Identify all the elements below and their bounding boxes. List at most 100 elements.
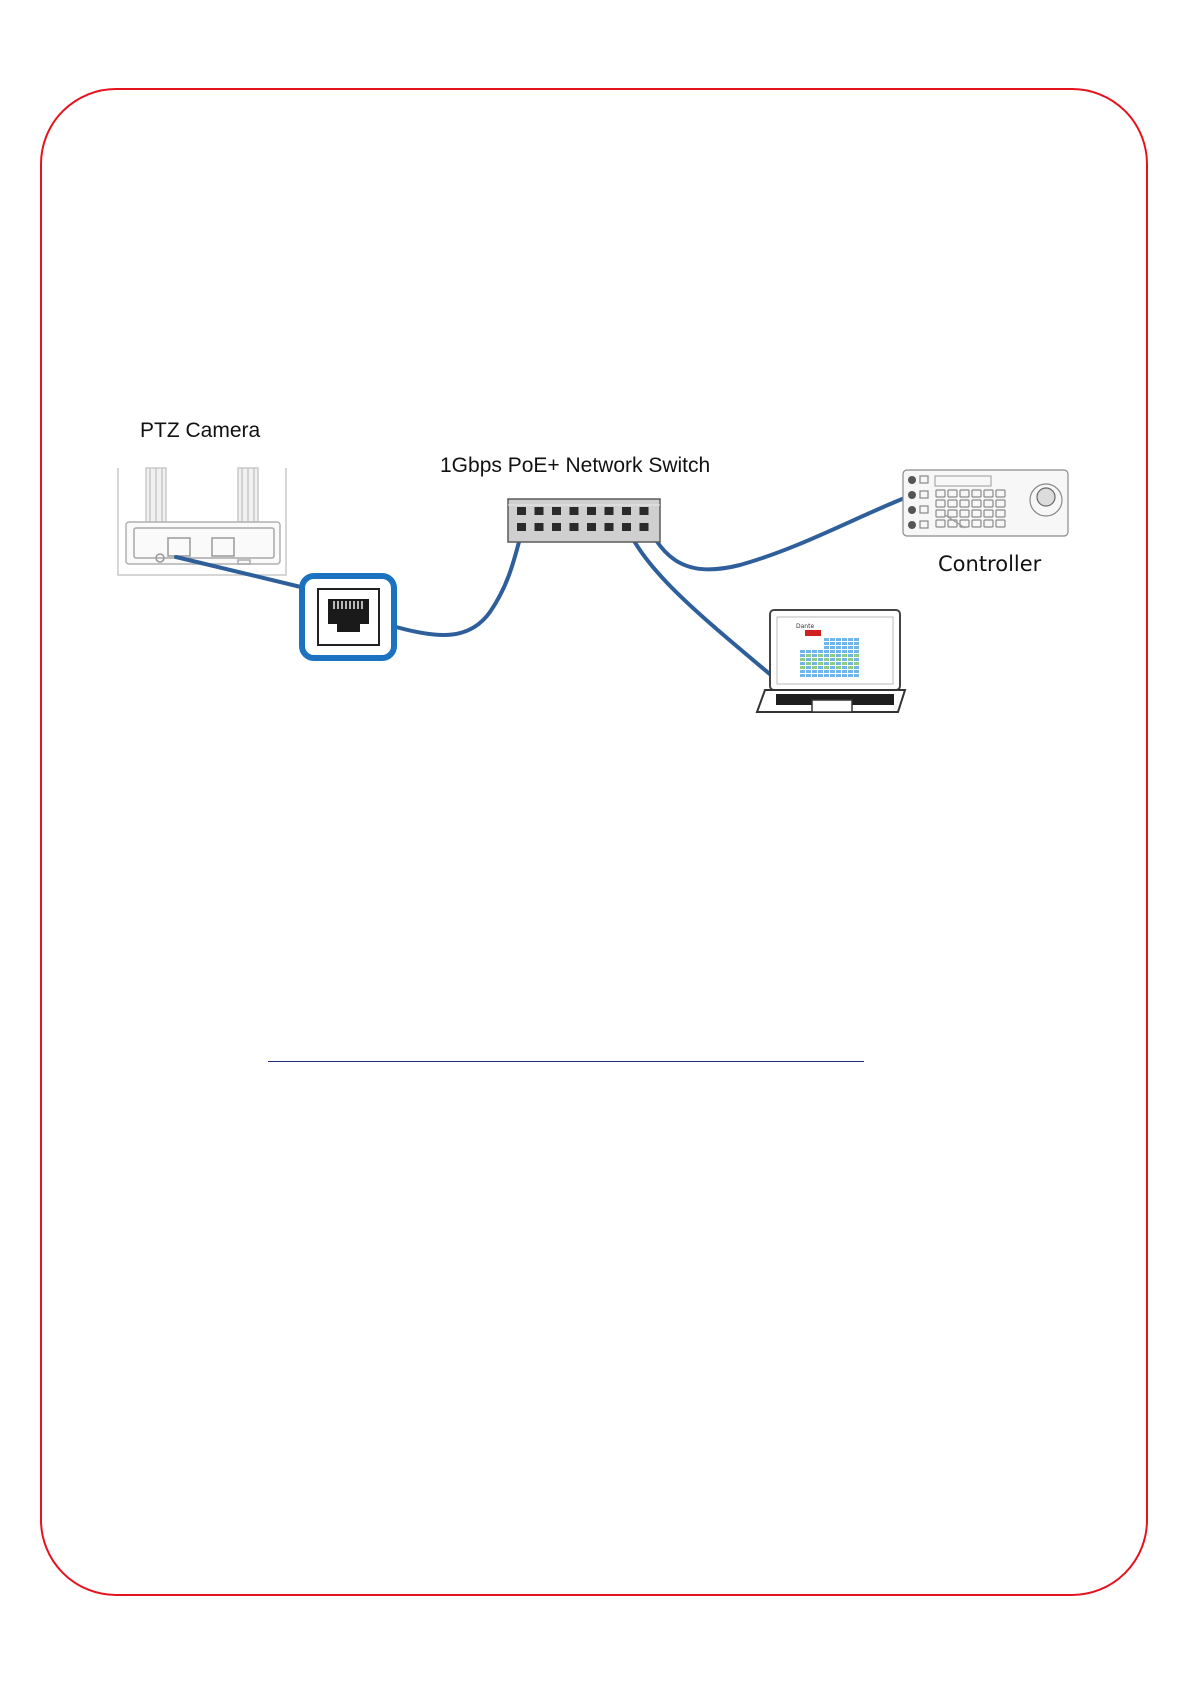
dante-grid-cell: [842, 642, 847, 645]
dante-grid-cell: [806, 654, 811, 657]
dante-grid-cell: [848, 674, 853, 677]
dante-grid-cell: [818, 650, 823, 653]
switch-port: [552, 523, 561, 531]
dante-grid-cell: [824, 666, 829, 669]
controller-button: [908, 521, 916, 529]
dante-grid-cell: [848, 658, 853, 661]
dante-grid-cell: [836, 674, 841, 677]
dante-grid-cell: [842, 654, 847, 657]
dante-grid-cell: [836, 666, 841, 669]
dante-grid-cell: [842, 666, 847, 669]
dante-grid-cell: [824, 646, 829, 649]
switch-port: [587, 507, 596, 515]
dante-grid-cell: [818, 662, 823, 665]
switch-port: [535, 507, 544, 515]
switch-port: [622, 507, 631, 515]
dante-grid-cell: [818, 670, 823, 673]
dante-grid-cell: [848, 666, 853, 669]
dante-grid-cell: [848, 670, 853, 673]
switch-port: [640, 523, 649, 531]
dante-grid-cell: [848, 650, 853, 653]
dante-grid-cell: [842, 662, 847, 665]
dante-grid-cell: [854, 670, 859, 673]
rj45-port-icon: [302, 576, 394, 658]
dante-grid-cell: [806, 658, 811, 661]
switch-port: [535, 523, 544, 531]
switch-port: [640, 507, 649, 515]
hyperlink-underline[interactable]: [268, 1061, 864, 1062]
dante-grid-cell: [836, 650, 841, 653]
dante-grid-cell: [812, 650, 817, 653]
dante-grid-cell: [848, 662, 853, 665]
dante-grid-cell: [854, 638, 859, 641]
dante-grid-cell: [830, 650, 835, 653]
controller-button: [908, 506, 916, 514]
controller-button: [908, 491, 916, 499]
dante-grid-cell: [848, 638, 853, 641]
dante-grid-cell: [842, 646, 847, 649]
dante-grid-cell: [830, 642, 835, 645]
switch-port: [570, 523, 579, 531]
dante-grid-cell: [800, 662, 805, 665]
dante-grid-cell: [836, 642, 841, 645]
dante-grid-cell: [836, 670, 841, 673]
dante-grid-cell: [830, 674, 835, 677]
dante-grid-cell: [848, 642, 853, 645]
dante-grid-cell: [800, 658, 805, 661]
dante-grid-cell: [830, 658, 835, 661]
switch-port: [552, 507, 561, 515]
dante-grid-cell: [854, 642, 859, 645]
dante-grid-cell: [830, 662, 835, 665]
dante-grid-cell: [830, 670, 835, 673]
switch-to-controller-cable: [640, 497, 907, 569]
dante-grid-cell: [848, 646, 853, 649]
dante-grid-cell: [812, 658, 817, 661]
switch-port: [605, 507, 614, 515]
controller-button: [908, 476, 916, 484]
dante-logo: Dante: [796, 623, 814, 630]
dante-grid-cell: [812, 674, 817, 677]
laptop-icon: Dante: [757, 610, 905, 712]
dante-grid-cell: [812, 662, 817, 665]
dante-grid-cell: [812, 654, 817, 657]
dante-grid-cell: [836, 646, 841, 649]
dante-grid-cell: [836, 662, 841, 665]
dante-grid-cell: [818, 674, 823, 677]
switch-port: [570, 507, 579, 515]
dante-grid-cell: [800, 674, 805, 677]
dante-grid-cell: [830, 638, 835, 641]
switch-port: [622, 523, 631, 531]
switch-port: [605, 523, 614, 531]
dante-grid-cell: [854, 654, 859, 657]
dante-grid-cell: [842, 638, 847, 641]
dante-grid-cell: [818, 658, 823, 661]
dante-grid-cell: [806, 662, 811, 665]
ptz-camera-rear-icon: [118, 468, 286, 575]
dante-grid-cell: [830, 654, 835, 657]
dante-grid-cell: [854, 646, 859, 649]
dante-grid-cell: [842, 670, 847, 673]
dante-grid-cell: [824, 670, 829, 673]
dante-grid-cell: [806, 670, 811, 673]
dante-grid-cell: [806, 650, 811, 653]
dante-grid-cell: [824, 642, 829, 645]
dante-grid-cell: [842, 650, 847, 653]
network-switch-icon: [508, 499, 660, 542]
dante-grid-cell: [836, 638, 841, 641]
dante-grid-cell: [830, 666, 835, 669]
switch-port: [517, 523, 526, 531]
dante-grid-cell: [848, 654, 853, 657]
switch-port: [587, 523, 596, 531]
dante-grid-cell: [824, 674, 829, 677]
dante-grid-cell: [806, 666, 811, 669]
dante-grid-cell: [842, 674, 847, 677]
ptz-controller-keyboard-icon: [903, 470, 1068, 536]
dante-grid-cell: [824, 658, 829, 661]
dante-grid-cell: [854, 658, 859, 661]
dante-grid-cell: [818, 666, 823, 669]
dante-grid-cell: [812, 666, 817, 669]
dante-grid-cell: [800, 666, 805, 669]
dante-grid-cell: [800, 670, 805, 673]
dante-grid-cell: [818, 654, 823, 657]
